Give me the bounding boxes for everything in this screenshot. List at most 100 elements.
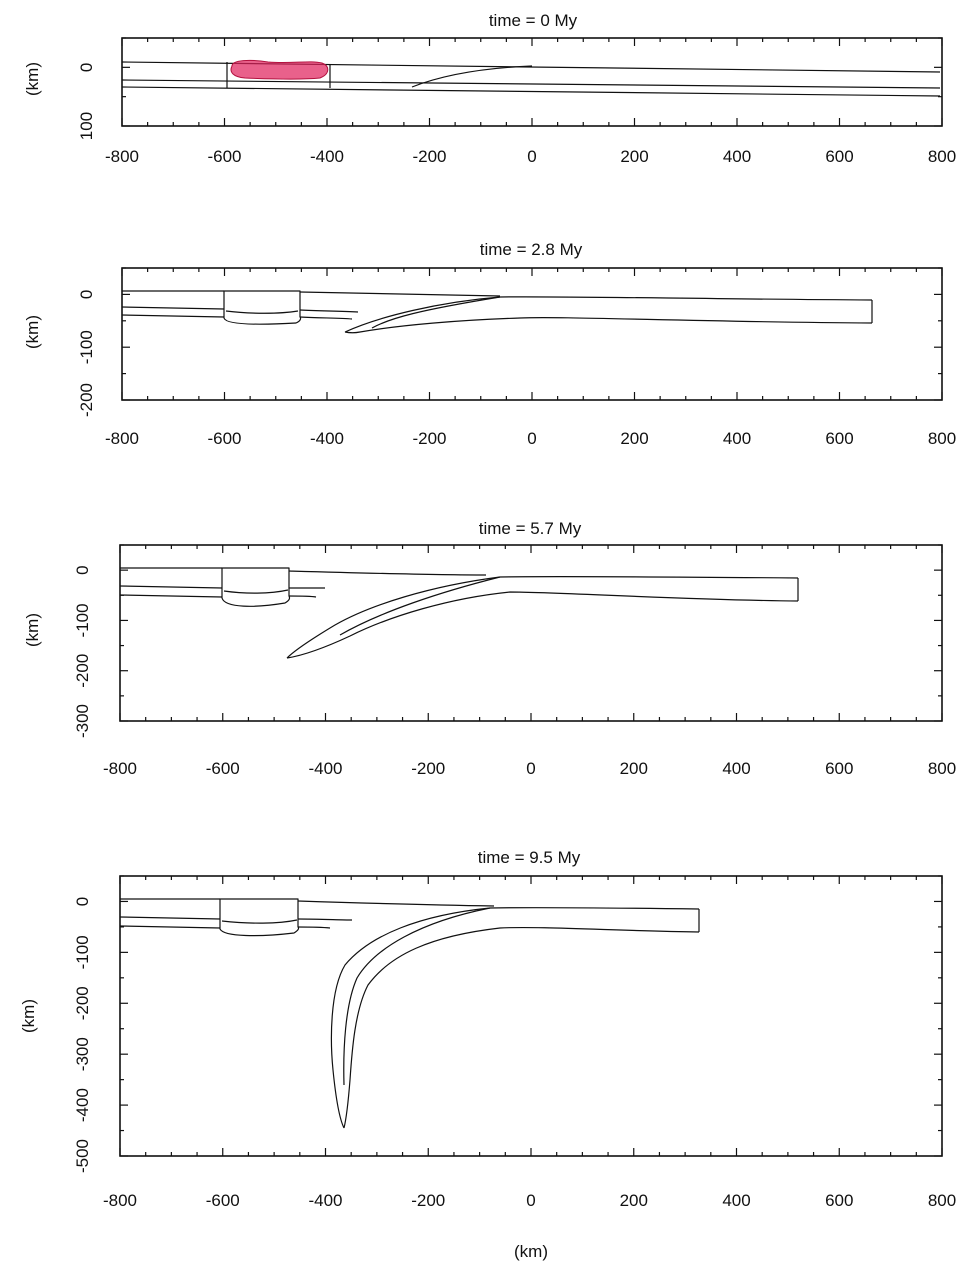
x-tick-label: -800 bbox=[105, 147, 139, 166]
x-tick-label: 200 bbox=[620, 429, 648, 448]
block-internal-line bbox=[223, 589, 289, 594]
x-tick-label: 400 bbox=[723, 429, 751, 448]
panel-title: time = 2.8 My bbox=[480, 240, 583, 259]
model-outlines bbox=[119, 898, 700, 1129]
y-tick-label: 0 bbox=[77, 63, 96, 72]
x-tick-label: 600 bbox=[825, 429, 853, 448]
y-tick-label: -100 bbox=[77, 330, 96, 364]
block-internal-line bbox=[225, 310, 299, 314]
slab-inner-line bbox=[343, 907, 491, 1086]
x-tick-label: 800 bbox=[928, 429, 956, 448]
continental-block bbox=[219, 898, 300, 937]
x-tick-label: 0 bbox=[527, 147, 536, 166]
y-tick-label: -300 bbox=[73, 704, 92, 738]
crustal-block-highlight bbox=[230, 59, 329, 80]
x-axis-label: (km) bbox=[514, 1242, 548, 1261]
slab-inner-line bbox=[371, 296, 501, 329]
x-tick-label: 400 bbox=[723, 147, 751, 166]
upper-plate-top-line bbox=[120, 898, 495, 907]
x-tick-label: 0 bbox=[526, 759, 535, 778]
x-tick-label: 800 bbox=[928, 147, 956, 166]
y-ticks: 0 -100 -200 -300 bbox=[73, 544, 942, 738]
y-ticks: 0 -100 -200 bbox=[77, 267, 942, 417]
y-axis-label: (km) bbox=[23, 315, 42, 349]
upper-plate-top-line bbox=[122, 290, 501, 297]
x-ticks: -800 -600 -400 -200 0 200 400 600 800 bbox=[105, 268, 956, 448]
x-tick-label: 400 bbox=[722, 1191, 750, 1210]
x-ticks: -800 -600 -400 -200 0 200 400 600 800 bbox=[103, 545, 956, 778]
panel-time-2-8: time = 2.8 My (km) -800 -600 -400 -200 0 200 4… bbox=[23, 240, 956, 448]
y-tick-label: -200 bbox=[77, 383, 96, 417]
y-axis-label: (km) bbox=[19, 999, 38, 1033]
x-tick-label: 0 bbox=[526, 1191, 535, 1210]
x-tick-label: 600 bbox=[825, 759, 853, 778]
y-ticks: 0 -100 -200 -300 -400 -500 bbox=[73, 875, 942, 1173]
plate-boundary-line bbox=[119, 585, 325, 589]
slab-inner-line bbox=[339, 576, 501, 636]
panel-title: time = 9.5 My bbox=[478, 848, 581, 867]
panel-time-9-5: time = 9.5 My (km) -800 -600 -400 -200 0 200 4… bbox=[19, 848, 956, 1261]
slab-outline bbox=[286, 575, 799, 659]
x-tick-label: -400 bbox=[310, 429, 344, 448]
model-outlines bbox=[119, 567, 799, 659]
x-tick-label: -200 bbox=[411, 1191, 445, 1210]
y-tick-label: -200 bbox=[73, 986, 92, 1020]
block-internal-line bbox=[221, 919, 298, 924]
continental-block bbox=[223, 290, 302, 325]
y-axis-label: (km) bbox=[23, 613, 42, 647]
x-tick-label: 200 bbox=[620, 1191, 648, 1210]
plot-frame bbox=[121, 37, 943, 127]
slab-tip-curve bbox=[411, 65, 533, 88]
y-tick-label: -200 bbox=[73, 654, 92, 688]
x-tick-label: 200 bbox=[620, 147, 648, 166]
plot-frame bbox=[119, 544, 943, 722]
x-tick-label: -600 bbox=[206, 759, 240, 778]
y-tick-label: -400 bbox=[73, 1088, 92, 1122]
x-tick-label: 600 bbox=[825, 147, 853, 166]
x-tick-label: -600 bbox=[207, 429, 241, 448]
x-tick-label: -400 bbox=[310, 147, 344, 166]
plate-boundary-line bbox=[121, 79, 941, 89]
continental-block bbox=[226, 62, 331, 88]
plate-boundary-line bbox=[119, 916, 353, 921]
x-tick-label: 0 bbox=[527, 429, 536, 448]
plot-frame bbox=[121, 267, 943, 401]
x-tick-label: -200 bbox=[412, 429, 446, 448]
y-tick-label: -300 bbox=[73, 1037, 92, 1071]
y-tick-label: -500 bbox=[73, 1139, 92, 1173]
y-axis-label: (km) bbox=[23, 62, 42, 96]
upper-plate-top-line bbox=[120, 567, 487, 576]
x-tick-label: -200 bbox=[412, 147, 446, 166]
x-tick-label: -400 bbox=[308, 759, 342, 778]
x-tick-label: -800 bbox=[103, 1191, 137, 1210]
x-tick-label: -800 bbox=[105, 429, 139, 448]
plate-boundary-line bbox=[121, 306, 359, 313]
x-tick-label: -400 bbox=[308, 1191, 342, 1210]
y-tick-label: -100 bbox=[73, 935, 92, 969]
x-tick-label: -800 bbox=[103, 759, 137, 778]
x-tick-label: 400 bbox=[722, 759, 750, 778]
x-tick-label: 800 bbox=[928, 1191, 956, 1210]
x-tick-label: 800 bbox=[928, 759, 956, 778]
lithosphere-base-line bbox=[121, 314, 353, 320]
y-tick-label: 0 bbox=[73, 565, 92, 574]
plot-frame bbox=[119, 875, 943, 1157]
model-outlines bbox=[121, 290, 873, 334]
lithosphere-base-line bbox=[119, 594, 317, 598]
x-tick-label: -600 bbox=[207, 147, 241, 166]
x-tick-label: -200 bbox=[411, 759, 445, 778]
y-tick-label: 0 bbox=[77, 290, 96, 299]
y-tick-label: -100 bbox=[73, 603, 92, 637]
continental-block bbox=[221, 567, 291, 607]
panel-title: time = 5.7 My bbox=[479, 519, 582, 538]
x-tick-label: 200 bbox=[620, 759, 648, 778]
x-tick-label: 600 bbox=[825, 1191, 853, 1210]
slab-outline bbox=[330, 906, 700, 1129]
x-ticks: -800 -600 -400 -200 0 200 400 600 800 bbox=[105, 38, 956, 166]
y-tick-label: 0 bbox=[73, 897, 92, 906]
panel-time-5-7: time = 5.7 My (km) -800 -600 -400 -200 0 200 4… bbox=[23, 519, 956, 778]
y-tick-label: 100 bbox=[77, 112, 96, 140]
x-tick-label: -600 bbox=[206, 1191, 240, 1210]
lithosphere-base-line bbox=[121, 86, 941, 97]
